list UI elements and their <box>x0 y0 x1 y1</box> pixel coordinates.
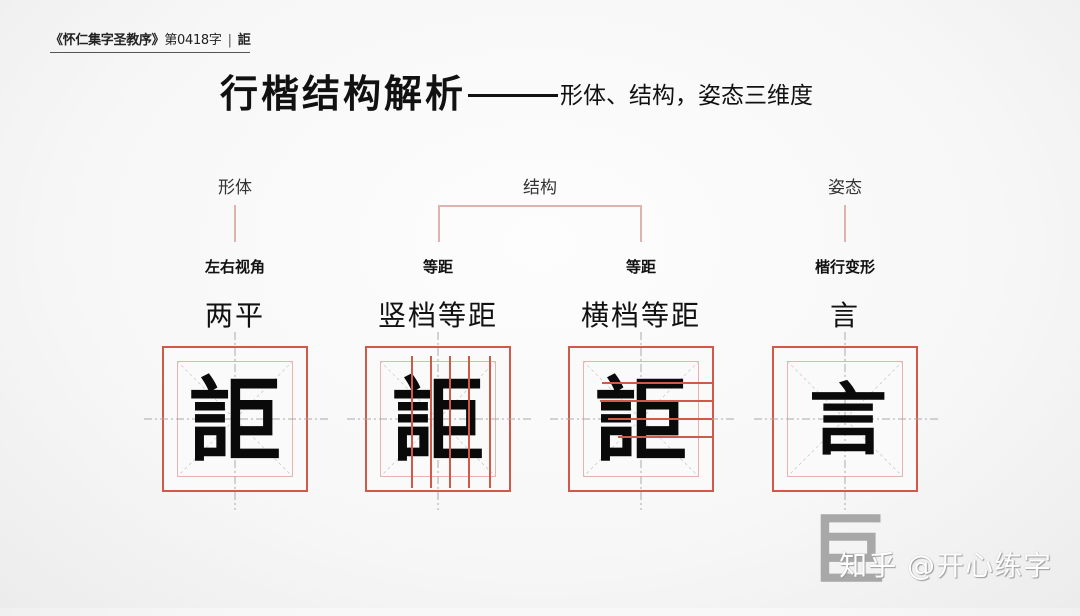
title-main: 行楷结构解析 <box>220 71 467 116</box>
separator: | <box>227 33 232 48</box>
column-label-2: 等距 <box>422 258 454 276</box>
mi-grid-guides <box>144 332 330 510</box>
title-dash <box>468 94 559 97</box>
glyph-right-component-grayed: 巨 <box>808 505 887 596</box>
connector-structure-bracket <box>438 205 642 207</box>
calligraphy-glyph-split: 言巨 <box>774 356 916 616</box>
horizontal-guide-line <box>618 436 712 438</box>
horizontal-guide-line <box>600 400 712 402</box>
vertical-guide-line <box>468 356 470 488</box>
column-subtitle-3: 横档等距 <box>580 299 702 332</box>
header-character: 詎 <box>237 33 251 48</box>
calligraphy-glyph: 詎 <box>391 367 484 475</box>
character-box-horizontal-spacing: 詎 <box>550 332 736 510</box>
category-structure: 结构 <box>523 178 557 198</box>
column-label-4: 楷行变形 <box>814 258 876 276</box>
character-box-posture: 言巨 <box>754 332 940 596</box>
title-subtitle: 形体、结构，姿态三维度 <box>560 83 814 109</box>
calligraphy-glyph: 詎 <box>594 367 687 475</box>
vertical-guide-line <box>430 356 432 488</box>
glyph-left-radical: 言 <box>808 375 887 466</box>
horizontal-guide-line <box>608 418 712 420</box>
mi-grid-guides <box>347 332 533 510</box>
connector-form <box>234 205 236 242</box>
page-title: 行楷结构解析 形体、结构，姿态三维度 <box>220 70 813 118</box>
source-header: 《怀仁集字圣教序》第0418字 | 詎 <box>50 29 251 53</box>
char-index: 第0418字 <box>164 33 222 48</box>
vertical-guide-line <box>449 356 451 488</box>
watermark: 知乎 @开心练字 <box>839 549 1052 582</box>
column-label-1: 左右视角 <box>204 258 266 276</box>
column-subtitle-4: 言 <box>829 299 861 332</box>
character-box-form: 詎 <box>144 332 330 510</box>
book-title: 《怀仁集字圣教序》 <box>50 33 165 48</box>
horizontal-guide-line <box>602 382 714 384</box>
character-box-vertical-spacing: 詎 <box>347 332 533 510</box>
column-subtitle-1: 两平 <box>204 299 266 332</box>
vertical-guide-line <box>489 356 491 488</box>
vertical-guide-line <box>411 356 413 488</box>
connector-posture <box>844 205 846 242</box>
connector-structure-right <box>640 205 642 242</box>
connector-structure-left <box>438 205 440 242</box>
column-label-3: 等距 <box>625 258 657 276</box>
category-posture: 姿态 <box>828 178 862 198</box>
mi-grid-guides <box>754 332 940 510</box>
calligraphy-glyph: 詎 <box>188 367 281 475</box>
category-form: 形体 <box>218 178 252 198</box>
column-subtitle-2: 竖档等距 <box>377 299 499 332</box>
